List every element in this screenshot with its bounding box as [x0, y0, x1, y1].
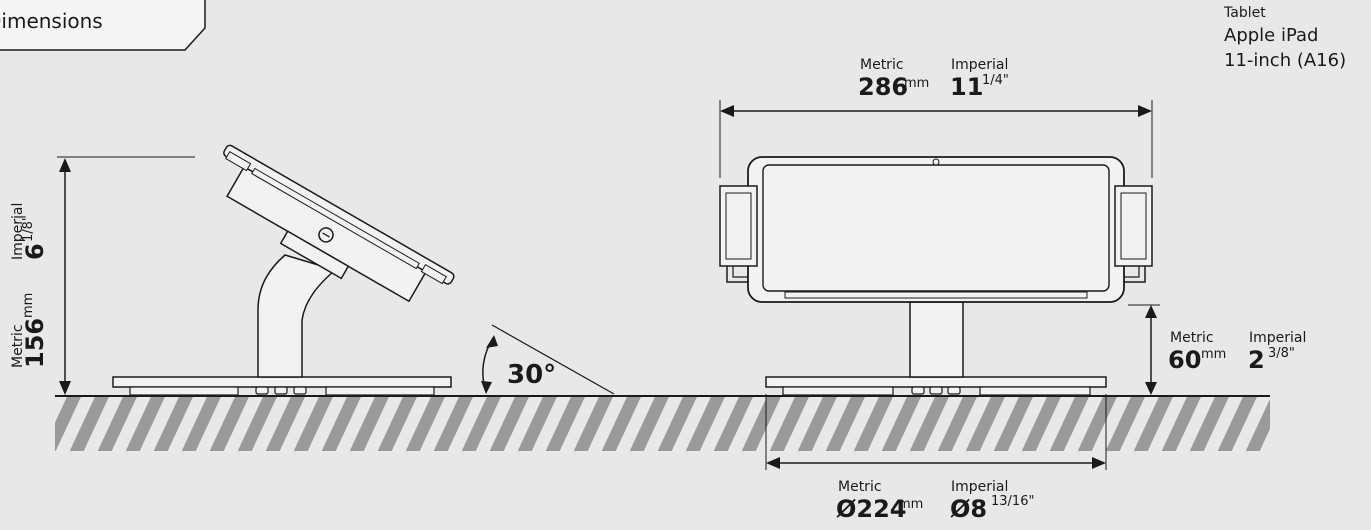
side-view-stand [112, 144, 455, 396]
width-metric-label: Metric [860, 57, 904, 73]
width-metric-unit: mm [904, 76, 929, 91]
base-diameter-dimension: Metric Ø224 mm Imperial Ø8 13/16" [765, 394, 1107, 523]
width-metric-value: 286 [858, 73, 908, 101]
stem-imperial-frac: 3/8" [1268, 346, 1295, 361]
front-view-stand [719, 156, 1153, 396]
base-imperial-frac: 13/16" [991, 494, 1034, 509]
tablet-model-line1: Apple iPad [1224, 25, 1318, 46]
floor [55, 395, 1270, 451]
tablet-caption: Tablet Apple iPad 11-inch (A16) [1223, 5, 1346, 71]
height-metric-unit: mm [21, 293, 36, 318]
height-metric-value: 156 [21, 318, 49, 368]
base-metric-value: Ø224 [836, 495, 907, 523]
height-dimension: Imperial 6 1/8" Metric 156 mm [10, 156, 195, 395]
stem-metric-value: 60 [1168, 346, 1201, 374]
width-imperial-frac: 1/4" [982, 73, 1009, 88]
stem-metric-unit: mm [1201, 347, 1226, 362]
height-metric-label: Metric [10, 324, 26, 368]
stem-imperial-whole: 2 [1248, 346, 1265, 374]
angle-indicator: 30° [481, 324, 615, 395]
header-tab: Dimensions [0, 0, 206, 51]
angle-value: 30° [507, 360, 556, 390]
width-imperial-label: Imperial [951, 57, 1008, 73]
height-imperial-label: Imperial [10, 203, 26, 260]
width-dimension: Metric 286 mm Imperial 11 1/4" [719, 57, 1153, 178]
width-imperial-whole: 11 [950, 73, 983, 101]
base-metric-unit: mm [898, 497, 923, 512]
tablet-model-line2: 11-inch (A16) [1224, 50, 1346, 71]
stem-imperial-label: Imperial [1249, 330, 1306, 346]
height-imperial-whole: 6 [21, 243, 49, 260]
base-metric-label: Metric [838, 479, 882, 495]
base-imperial-whole: Ø8 [950, 495, 987, 523]
height-imperial-frac: 1/8" [21, 215, 36, 242]
tablet-caption-label: Tablet [1223, 5, 1266, 21]
header-tab-label: Dimensions [0, 9, 103, 33]
stem-metric-label: Metric [1170, 330, 1214, 346]
stem-height-dimension: Metric 60 mm Imperial 2 3/8" [1128, 304, 1306, 395]
base-imperial-label: Imperial [951, 479, 1008, 495]
